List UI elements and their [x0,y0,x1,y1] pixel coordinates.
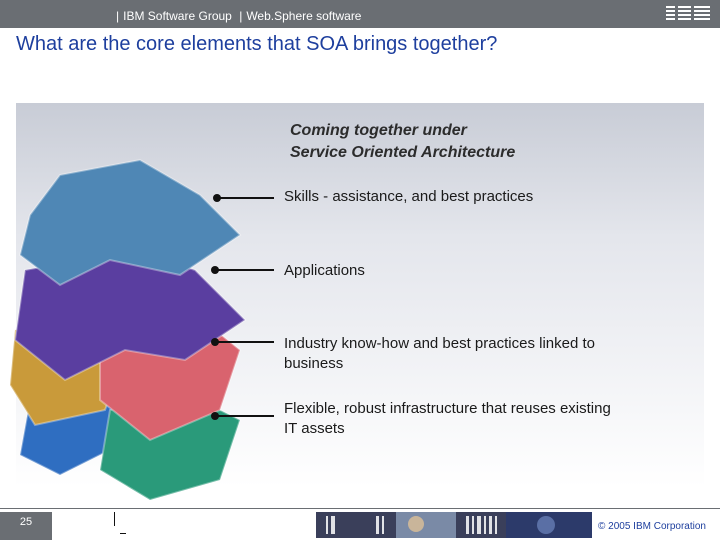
callout-applications: Applications [284,261,694,281]
leader-dot [211,338,219,346]
callout-infrastructure-line-2: IT assets [284,420,345,437]
footer-tick-mark [120,533,126,534]
header-bar: |IBM Software Group |Web.Sphere software [0,0,720,28]
callout-infrastructure-line-1: Flexible, robust infrastructure that reu… [284,400,611,417]
slide-title: What are the core elements that SOA brin… [16,33,498,55]
copyright: © 2005 IBM Corporation [598,521,706,532]
callout-skills-text: Skills - assistance, and best practices [284,188,534,205]
callout-applications-text: Applications [284,262,365,279]
leader-dot [211,266,219,274]
leader-dot [213,194,221,202]
footer-rule [0,508,720,509]
footer-tick [114,512,115,526]
header-group: IBM Software Group [123,9,232,23]
heading-line-2: Service Oriented Architecture [290,144,516,161]
page-number: 25 [0,512,52,540]
leader-infrastructure [211,412,274,420]
leader-dot [211,412,219,420]
callout-infrastructure: Flexible, robust infrastructure that reu… [284,399,694,439]
leader-applications [211,266,274,274]
ibm-logo [666,6,710,20]
footer-image-strip [316,512,592,538]
callout-industry-line-1: Industry know-how and best practices lin… [284,335,595,352]
header-text: |IBM Software Group |Web.Sphere software [116,9,362,23]
callout-skills: Skills - assistance, and best practices [284,187,694,207]
header-product: Web.Sphere software [246,9,362,23]
diagram-heading: Coming together under Service Oriented A… [290,120,515,164]
piece-top-blue [18,158,242,287]
leader-skills [213,194,274,202]
callout-industry: Industry know-how and best practices lin… [284,334,694,374]
leader-industry [211,338,274,346]
heading-line-1: Coming together under [290,122,467,139]
callout-industry-line-2: business [284,355,344,372]
soa-puzzle-graphic [8,158,247,502]
